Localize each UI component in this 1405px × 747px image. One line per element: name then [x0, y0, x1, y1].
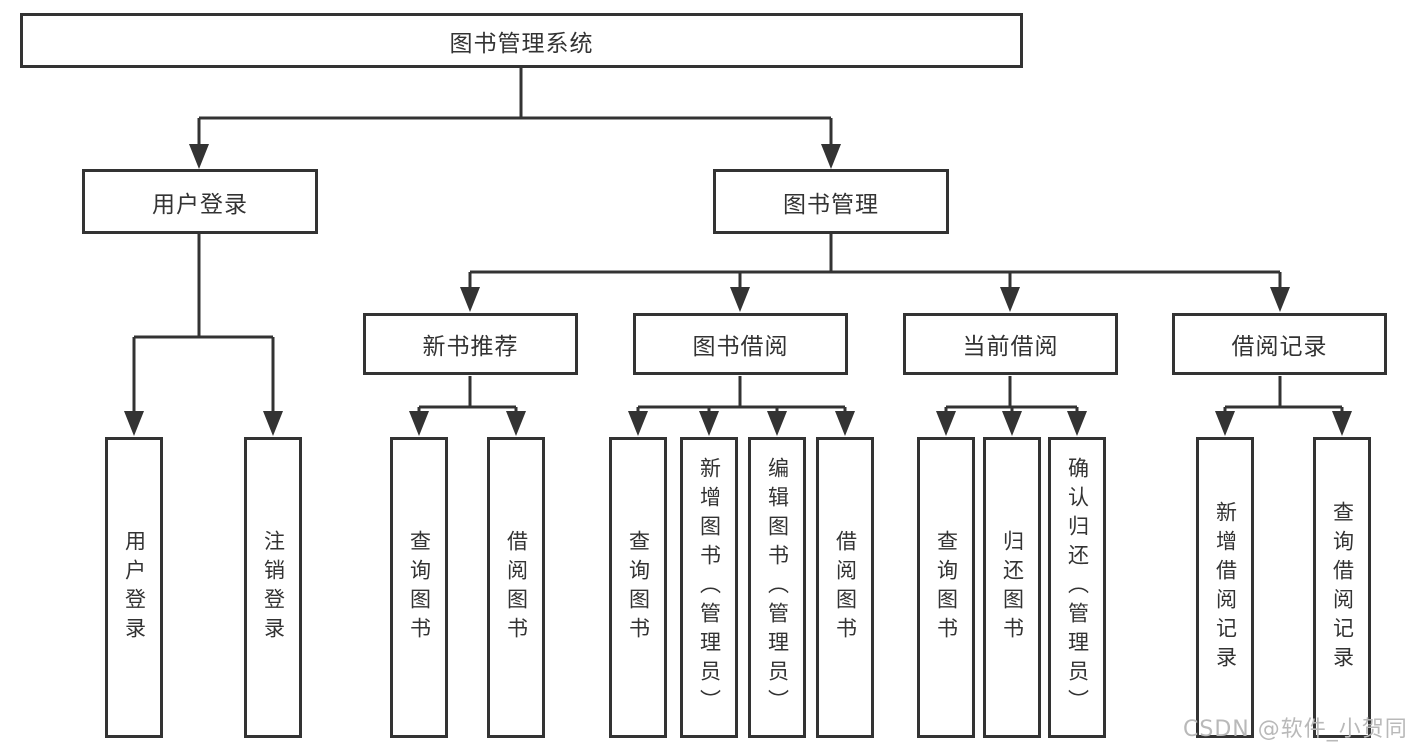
arrowhead-icon	[730, 287, 750, 312]
arrowhead-icon	[628, 411, 648, 436]
arrowhead-icon	[1000, 287, 1020, 312]
arrowhead-icon	[767, 411, 787, 436]
leaf-query-book-2: 查询图书	[609, 437, 667, 738]
leaf-add-borrow-record: 新增借阅记录	[1196, 437, 1254, 738]
arrowhead-icon	[1002, 411, 1022, 436]
node-borrowing-records: 借阅记录	[1172, 313, 1387, 375]
node-book-borrowing: 图书借阅	[633, 313, 848, 375]
connector-borrow-records-to-leaves	[1215, 376, 1352, 436]
connector-current-borrow-to-leaves	[936, 376, 1087, 436]
node-current-borrowing: 当前借阅	[903, 313, 1118, 375]
arrowhead-icon	[1332, 411, 1352, 436]
leaf-return-book: 归还图书	[983, 437, 1041, 738]
connector-new-book-to-leaves	[409, 376, 526, 436]
leaf-borrow-book-2: 借阅图书	[816, 437, 874, 738]
arrowhead-icon	[263, 411, 283, 436]
arrowhead-icon	[124, 411, 144, 436]
connector-root-to-level2	[189, 68, 841, 169]
leaf-query-book-1: 查询图书	[390, 437, 448, 738]
arrowhead-icon	[1215, 411, 1235, 436]
connector-user-login-to-leaves	[124, 234, 283, 436]
node-new-book-recommend: 新书推荐	[363, 313, 578, 375]
leaf-borrow-book-1: 借阅图书	[487, 437, 545, 738]
connector-book-borrow-to-leaves	[628, 376, 855, 436]
arrowhead-icon	[936, 411, 956, 436]
arrowhead-icon	[835, 411, 855, 436]
leaf-user-login: 用户登录	[105, 437, 163, 738]
arrowhead-icon	[409, 411, 429, 436]
leaf-confirm-return-admin: 确认归还（管理员）	[1048, 437, 1106, 738]
leaf-query-book-3: 查询图书	[917, 437, 975, 738]
arrowhead-icon	[460, 287, 480, 312]
csdn-watermark: CSDN @软件_小贺同学	[1183, 717, 1405, 742]
arrowhead-icon	[821, 144, 841, 169]
arrowhead-icon	[1067, 411, 1087, 436]
leaf-logout: 注销登录	[244, 437, 302, 738]
leaf-query-borrow-record: 查询借阅记录	[1313, 437, 1371, 738]
leaf-edit-book-admin: 编辑图书（管理员）	[748, 437, 806, 738]
leaf-add-book-admin: 新增图书（管理员）	[680, 437, 738, 738]
node-library-system: 图书管理系统	[20, 13, 1023, 68]
arrowhead-icon	[699, 411, 719, 436]
arrowhead-icon	[189, 144, 209, 169]
arrowhead-icon	[506, 411, 526, 436]
node-book-management: 图书管理	[713, 169, 949, 234]
connector-book-mgmt-to-level3	[460, 234, 1290, 312]
arrowhead-icon	[1270, 287, 1290, 312]
node-user-login: 用户登录	[82, 169, 318, 234]
